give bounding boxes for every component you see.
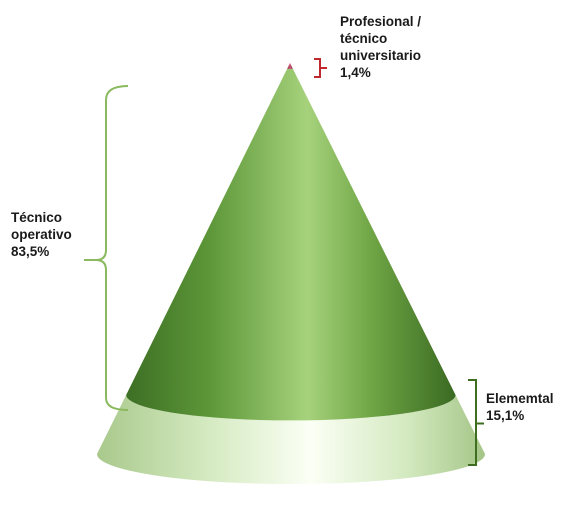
bracket-top	[314, 58, 327, 78]
label-top-value: 1,4%	[340, 65, 371, 80]
cone-segment-middle	[126, 68, 456, 421]
label-base-value: 15,1%	[486, 408, 525, 423]
label-top: Profesional / técnico universitario 1,4%	[340, 13, 421, 81]
label-middle: Técnico operativo 83,5%	[11, 209, 72, 260]
cone-segment-base	[97, 394, 485, 484]
label-top-name-3: universitario	[340, 48, 422, 63]
label-base: Elememtal 15,1%	[486, 390, 554, 424]
label-middle-value: 83,5%	[11, 244, 50, 259]
cone-segment-top	[287, 63, 293, 69]
label-base-name-1: Elememtal	[486, 391, 554, 406]
label-top-name-2: técnico	[340, 31, 388, 46]
bracket-middle	[84, 85, 129, 411]
label-middle-name-2: operativo	[11, 227, 72, 242]
bracket-base	[468, 379, 484, 466]
label-top-name-1: Profesional /	[340, 14, 422, 29]
label-middle-name-1: Técnico	[11, 210, 63, 225]
